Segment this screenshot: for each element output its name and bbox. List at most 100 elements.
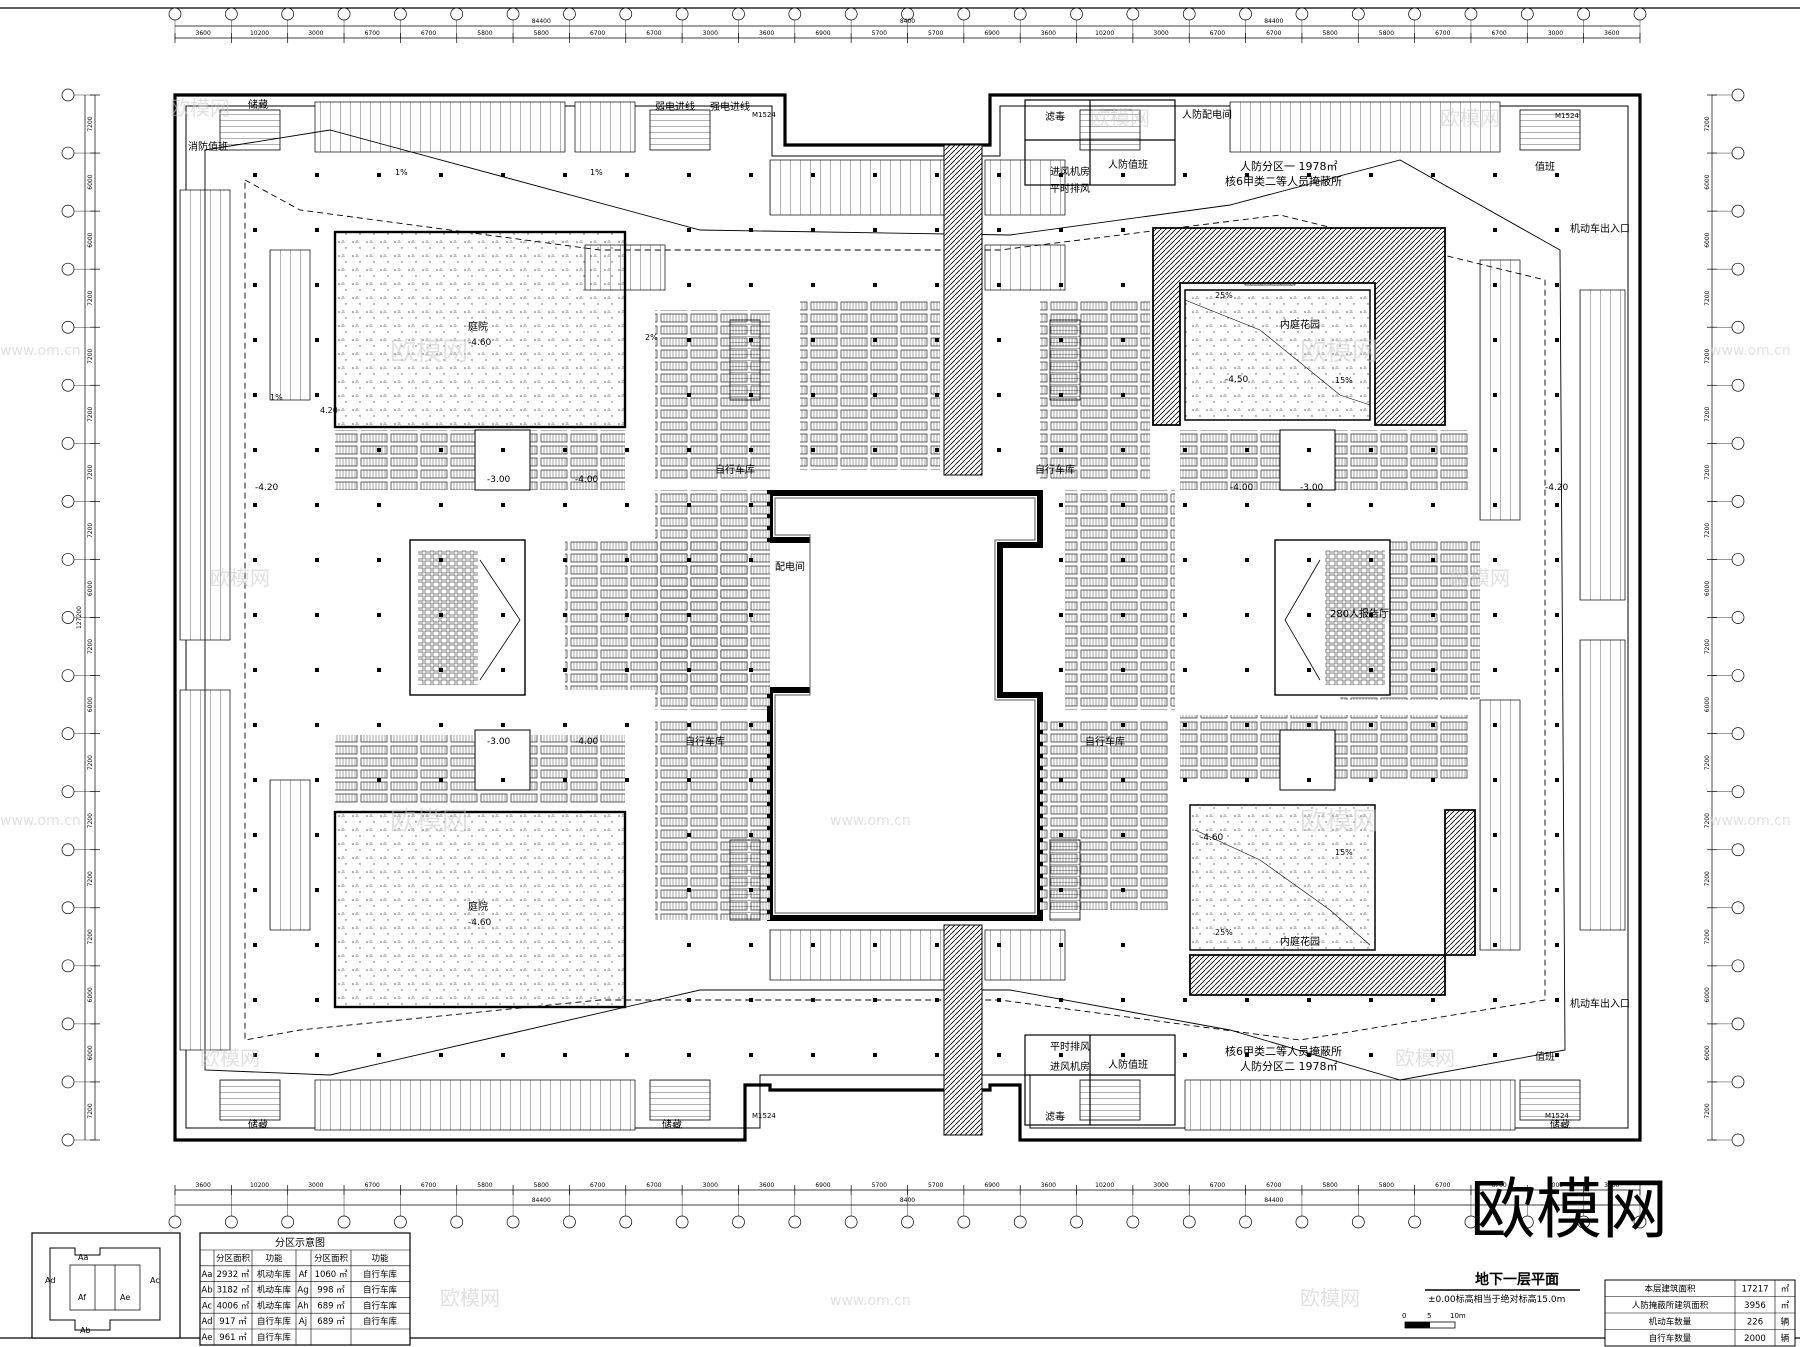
- bottom-total-label: 84400: [532, 1197, 551, 1204]
- column: [563, 503, 567, 507]
- vehicle-ramp-label-n: 机动车出入口: [1570, 222, 1630, 235]
- inner-garden-label-n: 内庭花园: [1280, 318, 1320, 331]
- slope-2: 1%: [590, 168, 603, 177]
- column: [935, 338, 939, 342]
- column: [1121, 778, 1125, 782]
- inner-garden-north: [1152, 227, 1446, 426]
- wm-12: 欧模网: [440, 1286, 500, 1310]
- column: [749, 283, 753, 287]
- column: [439, 613, 443, 617]
- legend-cell: 689 ㎡: [317, 1301, 345, 1311]
- column: [439, 1053, 443, 1057]
- column: [1555, 943, 1559, 947]
- column: [253, 1053, 257, 1057]
- column: [1121, 283, 1125, 287]
- right-span-label: 7200: [1704, 929, 1711, 944]
- ramp-elev-w: -4.20: [255, 483, 279, 493]
- column: [1245, 723, 1249, 727]
- bottom-axis-bubble: [1239, 1215, 1252, 1229]
- column: [997, 228, 1001, 232]
- column: [1183, 1053, 1187, 1057]
- left-axis-bubble: [61, 843, 75, 857]
- column: [997, 448, 1001, 452]
- column: [1307, 173, 1311, 177]
- column: [501, 448, 505, 452]
- column: [1493, 338, 1497, 342]
- column: [315, 778, 319, 782]
- left-axis-bubble: [61, 204, 75, 218]
- right-axis-bubble: [1731, 320, 1745, 334]
- left-span-label: 6000: [87, 987, 94, 1002]
- slope-1: 1%: [395, 168, 408, 177]
- column: [873, 173, 877, 177]
- bike-garage-label-1: 自行车库: [715, 463, 755, 476]
- right-axis-bubble: [1731, 901, 1745, 915]
- slope-6: 25%: [1215, 291, 1233, 300]
- column: [1555, 338, 1559, 342]
- right-axis-bubble: [1731, 1075, 1745, 1089]
- top-total-label: 84400: [532, 18, 551, 25]
- top-span-label: 6900: [815, 30, 830, 37]
- legend-cell: 自行车库: [363, 1285, 398, 1296]
- column: [315, 393, 319, 397]
- legend-header: 分区面积: [216, 1253, 251, 1264]
- column: [1059, 228, 1063, 232]
- column: [563, 778, 567, 782]
- column: [873, 228, 877, 232]
- bottom-span-label: 6700: [1266, 1182, 1281, 1189]
- stats-cell: 17217: [1741, 1284, 1768, 1294]
- column: [563, 668, 567, 672]
- bike-elev-2: -3.00: [487, 475, 511, 485]
- column: [439, 503, 443, 507]
- right-axis-bubble: [1731, 378, 1745, 392]
- column: [315, 668, 319, 672]
- top-axis-bubble: [1408, 7, 1421, 21]
- column: [315, 503, 319, 507]
- top-axis-bubble: [675, 7, 689, 21]
- door-code-1: M1524: [752, 111, 776, 119]
- column: [997, 1053, 1001, 1057]
- top-axis-bubble: [506, 7, 520, 21]
- slope-3: 1%: [270, 393, 283, 402]
- column: [749, 888, 753, 892]
- column: [1493, 393, 1497, 397]
- column: [687, 613, 691, 617]
- bottom-span-label: 3000: [1548, 1182, 1563, 1189]
- left-span-label: 7200: [87, 871, 94, 886]
- column: [749, 613, 753, 617]
- column: [749, 228, 753, 232]
- right-span-label: 6000: [1704, 697, 1711, 712]
- right-axis-bubble: [1731, 727, 1745, 740]
- top-span-label: 3600: [196, 30, 211, 37]
- column: [1059, 998, 1063, 1002]
- top-span-label: 3000: [308, 30, 323, 37]
- legend-cell: 1060 ㎡: [315, 1270, 348, 1280]
- right-axis-bubble: [1731, 88, 1745, 102]
- bike-elev-1: -4.00: [575, 475, 599, 485]
- inner-garden-elev-s: -4.60: [1200, 833, 1224, 843]
- top-axis-bubble: [1464, 7, 1478, 21]
- left-axis-bubble: [61, 88, 75, 102]
- right-axis-bubble: [1731, 959, 1745, 973]
- left-axis-bubble: [61, 669, 75, 682]
- column: [439, 778, 443, 782]
- top-axis-bubble: [788, 7, 802, 21]
- bottom-axis-bubble: [844, 1215, 858, 1229]
- key-ac: Ac: [150, 1276, 160, 1285]
- column: [1493, 723, 1497, 727]
- column: [253, 613, 257, 617]
- legend-header: 功能: [371, 1253, 389, 1264]
- column: [253, 998, 257, 1002]
- left-axis-bubble: [61, 495, 75, 508]
- column: [687, 1053, 691, 1057]
- bottom-span-label: 5800: [534, 1182, 549, 1189]
- bottom-axis-bubble: [788, 1215, 802, 1229]
- bottom-span-label: 10200: [1095, 1182, 1114, 1189]
- column: [1369, 503, 1373, 507]
- column: [377, 723, 381, 727]
- column: [997, 998, 1001, 1002]
- stats-cell: 辆: [1781, 1316, 1790, 1327]
- legend-cell: 3182 ㎡: [217, 1286, 250, 1296]
- column: [1555, 228, 1559, 232]
